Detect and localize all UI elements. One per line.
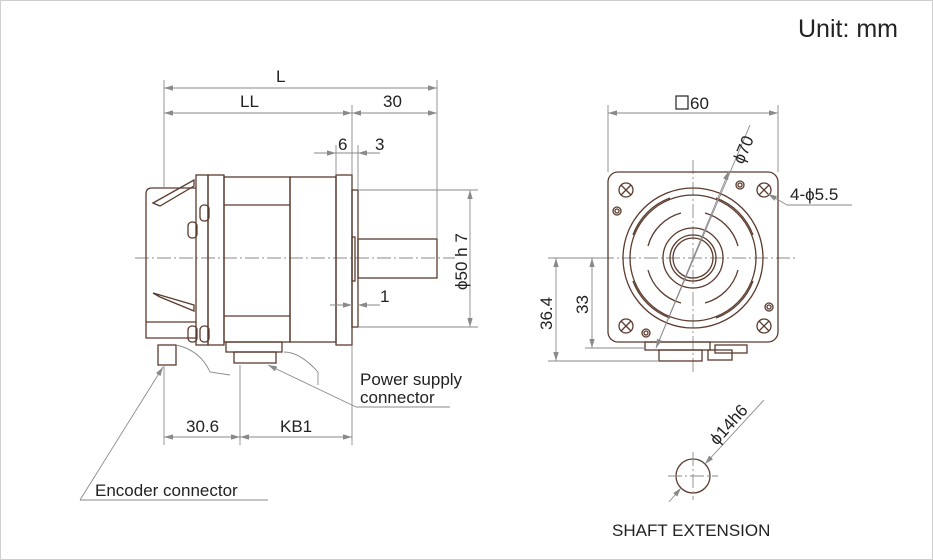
encoder-connector-label: Encoder connector	[95, 481, 238, 500]
shaft-extension-view: ϕ14h6 SHAFT EXTENSION	[612, 399, 770, 540]
mounting-holes	[612, 180, 774, 338]
power-supply-connector-label-2: connector	[360, 388, 435, 407]
unit-label: Unit: mm	[798, 15, 898, 43]
dim-6: 6	[338, 135, 347, 154]
dim-36-4: 36.4	[537, 297, 556, 330]
dim-KB1: KB1	[280, 417, 312, 436]
dim-LL: LL	[240, 92, 259, 111]
dim-3: 3	[375, 135, 384, 154]
square-symbol-icon	[675, 95, 689, 110]
dim-pcd-70: ϕ70	[729, 133, 758, 167]
dim-30: 30	[383, 92, 402, 111]
encoder-connector	[157, 344, 177, 366]
encoder-cover	[145, 187, 196, 339]
dim-33: 33	[573, 295, 592, 314]
dim-L: L	[276, 67, 285, 86]
power-supply-connector-label-1: Power supply	[360, 370, 463, 389]
shaft-extension-title: SHAFT EXTENSION	[612, 521, 770, 540]
dim-30-6: 30.6	[186, 417, 219, 436]
shaft	[357, 238, 438, 279]
dim-1: 1	[380, 287, 389, 306]
motor-body	[223, 176, 291, 343]
dim-pilot-diameter: ϕ50 h 7	[452, 233, 471, 290]
dim-shaft-diameter: ϕ14h6	[706, 401, 752, 449]
side-view: L LL 30 6 3 1 ϕ50 h 7 30.6 KB1 Power sup…	[79, 67, 478, 501]
power-connector	[233, 351, 277, 364]
front-flange	[335, 174, 353, 346]
dim-mounting-holes: 4-ϕ5.5	[790, 185, 838, 204]
dim-square-60: 60	[690, 94, 709, 113]
front-view: 60 ϕ70 4-ϕ5.5 36.4 33	[537, 94, 852, 375]
